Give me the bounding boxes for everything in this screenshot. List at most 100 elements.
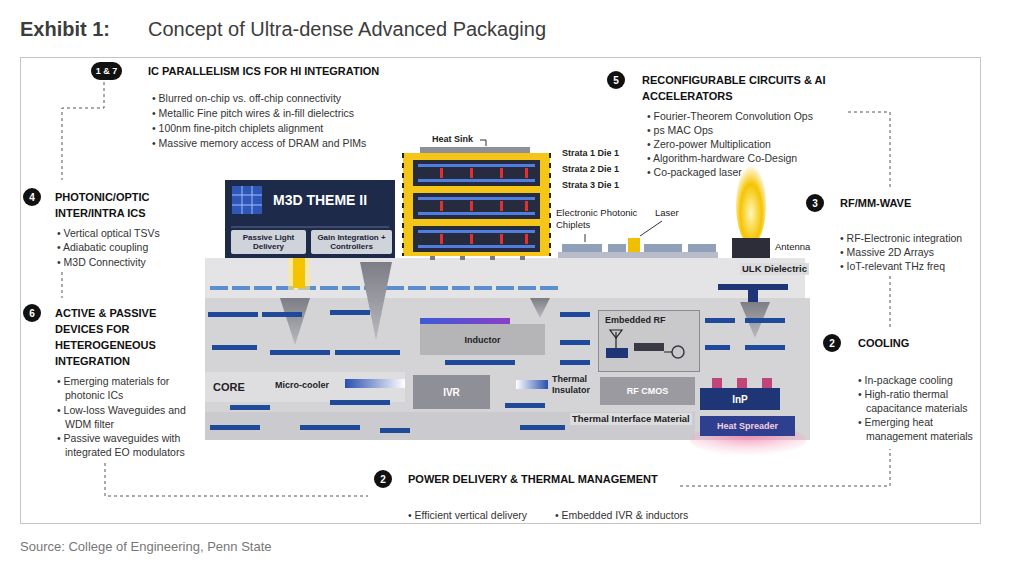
metal-wire [330,400,390,405]
bullet-text: • Massive memory access of DRAM and PIMs [152,136,366,150]
heat-sink-stack [440,201,443,211]
light-beam [288,256,310,290]
callout-number: 1 & 7 [91,62,122,80]
embedded-rf-block [606,348,628,358]
m3d-box [232,186,262,214]
ivr-box: IVR [413,375,490,409]
metal-wire [230,405,270,410]
metal-wire [445,360,515,365]
substrate [205,298,810,440]
antenna [732,165,770,258]
callout-heading: ACTIVE & PASSIVE DEVICES FOR HETEROGENEO… [55,305,180,369]
heat-sink-stack [500,168,503,178]
callout-number: 6 [23,304,41,322]
chiplets [628,238,640,252]
chiplets [562,244,602,252]
bullet-text: • Massive 2D Arrays [840,245,934,259]
theme-box-text: M3D THEME II [273,192,367,208]
via-cone [280,298,310,345]
m3d-box [225,180,395,258]
substrate [205,412,695,440]
heat-sink-stack [418,197,535,200]
gradient-bars [516,380,548,389]
inductor-box: Inductor [420,324,545,355]
metal-wire [520,425,565,430]
gradient-bars [345,379,405,388]
callout-number-text: 3 [812,198,818,209]
antenna [732,238,770,258]
callout-heading: IC PARALLELISM ICS FOR HI INTEGRATION [148,63,379,79]
heat-sink-stack [500,201,503,211]
callout-heading: PHOTONIC/OPTIC INTER/INTRA ICS [55,189,180,221]
bullet-text: • In-package cooling [858,373,953,387]
dashed-bracket [890,276,891,328]
heat-sink-stack [413,193,540,219]
bullet-text: • Embedded IVR & inductors [555,508,688,522]
inductor-box-text: Inductor [465,335,501,345]
heat-sink-stack [525,201,528,211]
substrate [205,258,810,440]
heat-sink-stack [413,160,540,186]
heat-sink-stack [480,140,486,146]
bullet-text: • Vertical optical TSVs [57,226,160,240]
callout-number-text: 4 [29,192,35,203]
metal-wire [505,403,545,408]
metal-wire [705,318,735,323]
strata-label: Strata 2 Die 1 [562,164,619,175]
bullet-text: • Zero-power Multiplication [647,137,771,151]
callout-number: 2 [823,334,841,352]
layer-label: CORE [213,381,245,394]
chiplets [608,244,626,252]
substrate [205,372,405,402]
theme-box: M3D THEME II Passive Light Delivery Gain I… [225,180,395,258]
embedded-rf-block [610,330,622,338]
part-label: Thermal Insulator [552,374,598,396]
bullet-text: • Emerging materials for photonic ICs [57,374,211,402]
heat-sink-stack [470,168,473,178]
inp-pillars [712,378,722,388]
part-label: Micro-cooler [275,380,329,391]
sub-module-text: Passive Light Delivery [234,233,303,251]
sub-module: Gain Integration + Controllers [311,230,392,254]
chiplets [688,244,716,252]
metal-wire [380,428,410,433]
metal-wire [330,310,370,315]
substrate [718,284,788,290]
heat-sink-stack [520,256,525,260]
dashed-bracket [680,449,890,486]
dashed-bracket [62,272,63,298]
heat-sink-stack [440,234,443,244]
heat-spreader-box-text: Heat Spreader [717,421,778,431]
metal-wire [208,310,785,433]
exhibit-number: Exhibit 1: [20,17,110,41]
bullet-text: • High-ratio thermal capacitance materia… [858,387,986,415]
metal-wire [745,318,785,323]
callout-heading: POWER DELIVERY & THERMAL MANAGEMENT [408,471,658,487]
rf-cmos-box: RF CMOS [600,377,695,405]
callout-number-text: 2 [380,474,386,485]
chiplets [558,252,718,258]
part-label: Laser [655,207,679,219]
metal-wire [212,345,257,350]
part-label: Electronic Photonic Chiplets [556,207,656,231]
metal-wire [745,345,785,350]
heat-sink-stack [418,179,535,182]
ivr-box-text: IVR [443,387,460,398]
heat-sink-stack [418,164,535,248]
heat-sink-stack [430,256,525,260]
callout-number: 2 [374,470,392,488]
inp-box: InP [700,388,780,410]
metal-wire [210,425,260,430]
callout-number-text: 6 [29,308,35,319]
bullet-text: • Efficient vertical delivery [408,508,527,522]
bullet-text: • Metallic Fine pitch wires & in-fill di… [152,106,354,120]
heat-sink-stack [403,140,550,260]
inp-box-text: InP [732,394,748,405]
callout-number: 5 [607,71,625,89]
bullet-text: • M3D Connectivity [57,255,146,269]
embedded-rf-block [615,332,616,348]
inp-pillars [712,378,772,388]
bullet-text: • Fourier-Theorem Convolution Ops [647,109,813,123]
metal-wire [560,312,590,317]
